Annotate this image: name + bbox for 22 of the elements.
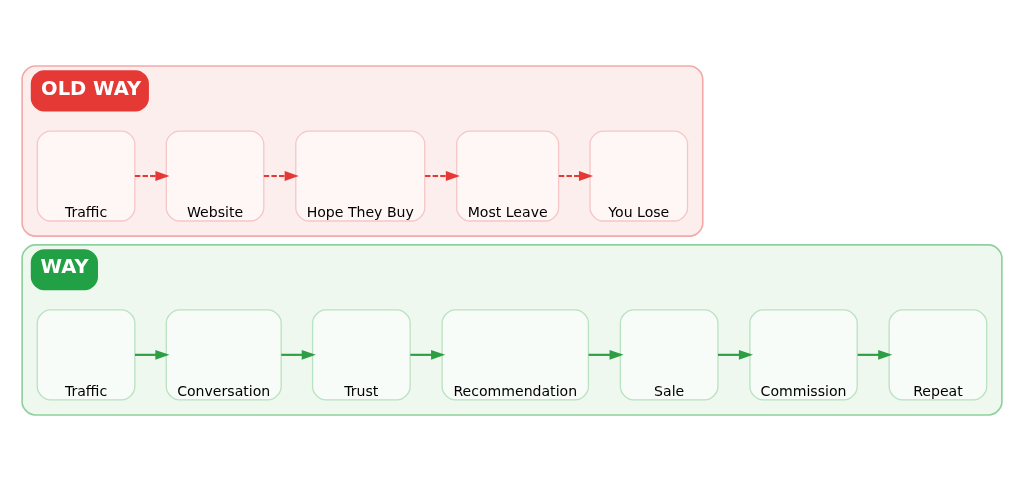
node-box: Commission xyxy=(749,309,858,401)
arrow xyxy=(718,349,753,360)
node-box: Repeat xyxy=(888,309,988,401)
node-box: Traffic xyxy=(36,309,136,401)
arrow xyxy=(135,349,170,360)
node-box: Sale xyxy=(619,309,719,401)
arrow xyxy=(410,349,446,360)
node-box: Traffic xyxy=(36,130,136,222)
arrow xyxy=(134,171,170,181)
arrow xyxy=(281,349,316,360)
arrow xyxy=(263,171,299,181)
arrow xyxy=(425,171,460,181)
node-box: Hope They Buy xyxy=(295,130,426,222)
node-box: Recommendation xyxy=(441,309,590,401)
node-box: You Lose xyxy=(589,130,689,222)
arrow xyxy=(857,349,893,360)
node-box: Most Leave xyxy=(456,130,560,222)
node-box: Trust xyxy=(311,309,411,401)
node-box: Website xyxy=(165,130,265,222)
node-box: Conversation xyxy=(165,309,282,401)
arrow xyxy=(558,171,594,181)
arrow xyxy=(588,349,624,360)
